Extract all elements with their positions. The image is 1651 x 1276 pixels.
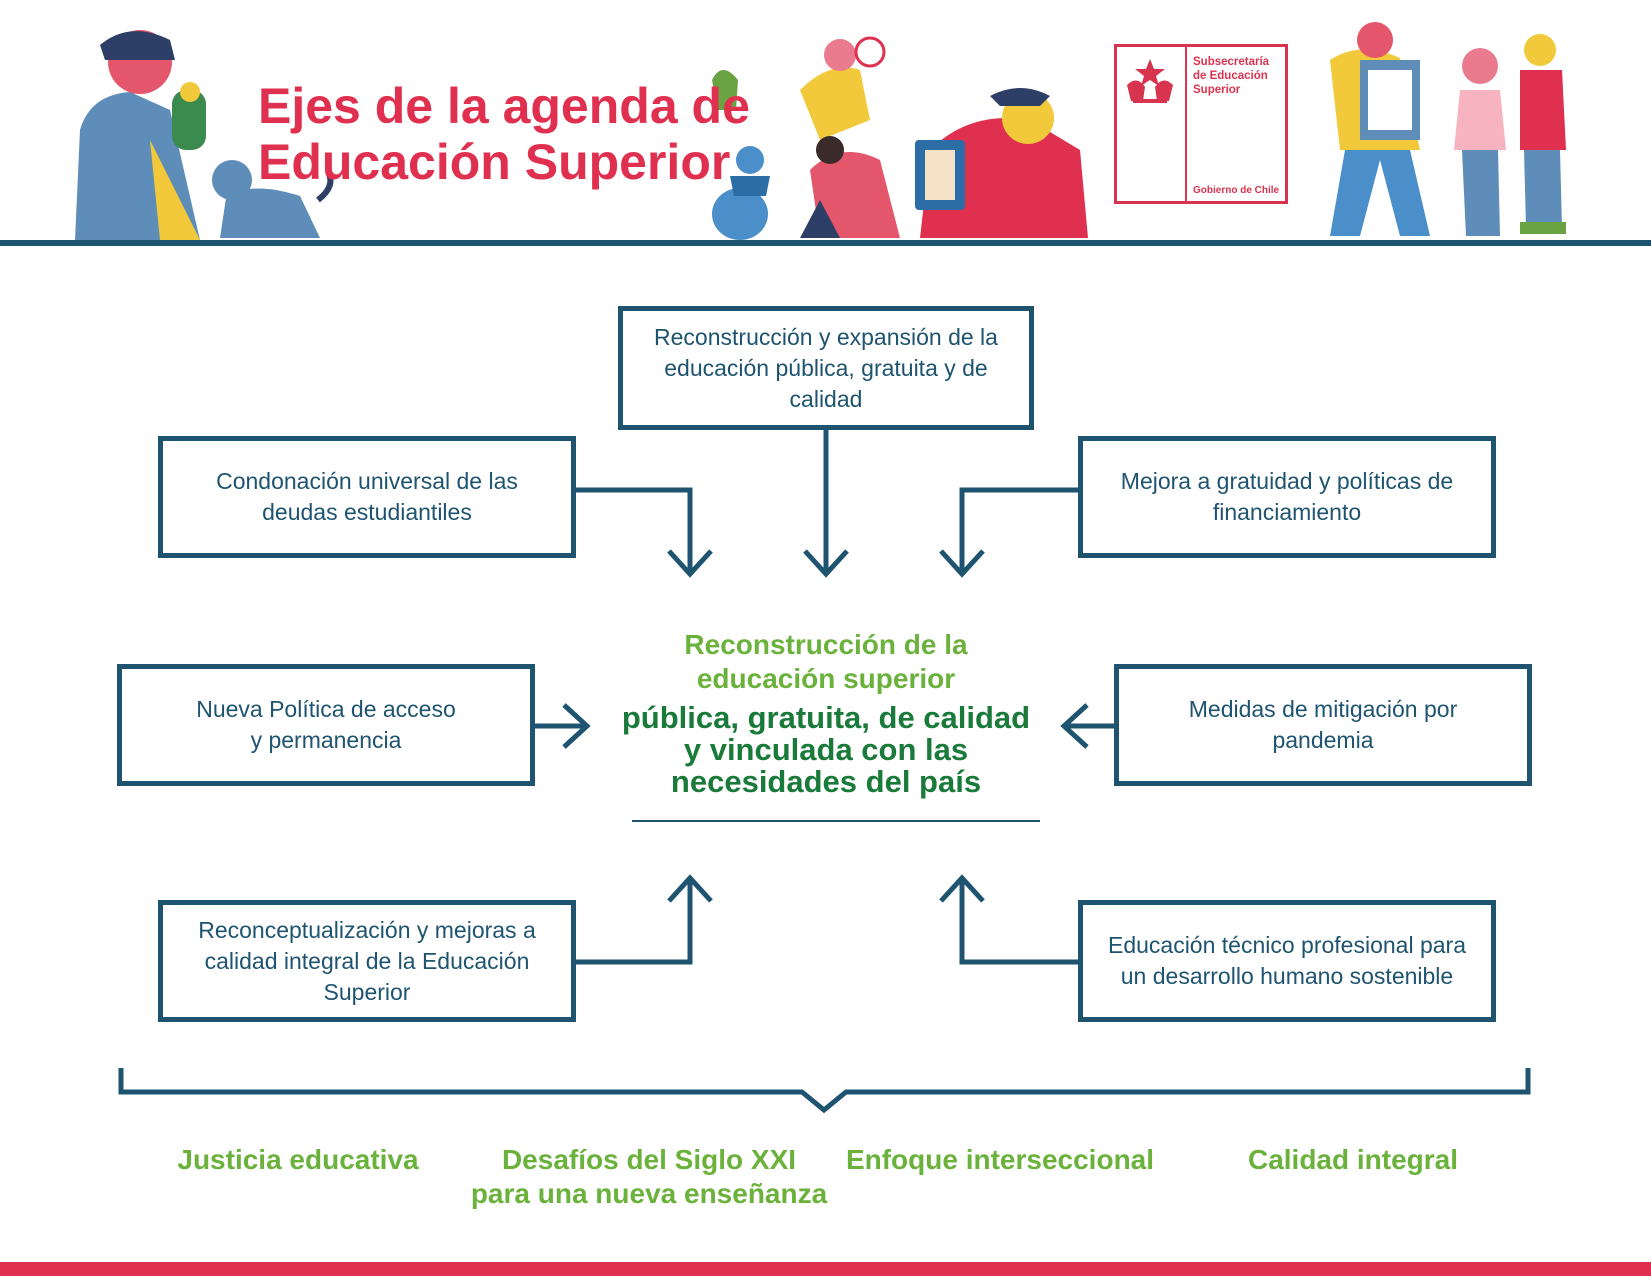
dog-illustration — [212, 160, 334, 238]
logo-line-1: Subsecretaría — [1193, 56, 1270, 68]
box-upper-left-line-1: Condonación universal de las — [216, 468, 518, 494]
man-reading-illustration — [915, 88, 1088, 238]
box-lower-left-line-1: Reconceptualización y mejoras a — [198, 916, 536, 943]
children-playing-illustration — [800, 36, 900, 238]
box-lower-left-line-2: calidad integral de la Educación — [204, 947, 530, 974]
box-top-line-2: educación pública, gratuita y de — [664, 354, 988, 381]
box-mid-right: Medidas de mitigación por pandemia — [1114, 664, 1532, 786]
arrow-from-mid-left — [532, 703, 591, 749]
box-lower-left: Reconceptualización y mejoras a calidad … — [158, 900, 576, 1022]
logo-line-2: de Educación — [1193, 70, 1268, 82]
woman-with-bird-illustration — [75, 30, 206, 240]
accordion-player-illustration — [1330, 22, 1430, 236]
box-lower-right-line-1: Educación técnico profesional para — [1107, 932, 1466, 958]
arrow-from-lower-left — [573, 874, 713, 965]
box-mid-left: Nueva Política de acceso y permanencia — [117, 664, 535, 786]
box-upper-right-line-2: financiamiento — [1212, 499, 1362, 525]
title-line-1: Ejes de la agenda de — [258, 78, 750, 134]
pillar-enfoque: Enfoque interseccional — [840, 1143, 1160, 1177]
logo-divider — [1185, 47, 1187, 201]
pillar-4-line-1: Calidad integral — [1247, 1144, 1459, 1175]
box-mid-right-line-1: Medidas de mitigación por — [1188, 696, 1458, 722]
title-line-2: Educación Superior — [258, 134, 731, 190]
box-mid-right-line-2: pandemia — [1272, 727, 1374, 753]
musician-statue-illustration — [712, 70, 770, 240]
arrow-from-upper-left — [573, 487, 713, 578]
box-upper-right: Mejora a gratuidad y políticas de financ… — [1078, 436, 1496, 558]
box-lower-right: Educación técnico profesional para un de… — [1078, 900, 1496, 1022]
pillar-2-line-2: para una nueva enseñanza — [470, 1178, 828, 1209]
center-underline — [632, 820, 1040, 822]
center-line-3: pública, gratuita, de calidad — [621, 700, 1031, 735]
pillar-2-line-1: Desafíos del Siglo XXI — [501, 1144, 797, 1175]
arrow-from-top — [803, 426, 849, 578]
arrow-from-mid-right — [1060, 703, 1118, 749]
header-divider — [0, 240, 1651, 246]
pillar-desafios: Desafíos del Siglo XXI para una nueva en… — [466, 1143, 832, 1211]
center-line-4: y vinculada con las — [683, 732, 969, 767]
arrow-from-upper-right — [939, 487, 1082, 578]
bottom-brace — [118, 1068, 1531, 1114]
center-line-5: necesidades del país — [670, 764, 982, 799]
arrow-from-lower-right — [939, 874, 1082, 965]
pillar-3-line-1: Enfoque interseccional — [845, 1144, 1155, 1175]
box-upper-right-line-1: Mejora a gratuidad y políticas de — [1120, 468, 1454, 494]
box-mid-left-line-2: y permanencia — [250, 727, 402, 753]
box-lower-left-line-3: Superior — [323, 978, 411, 1005]
center-line-2: educación superior — [696, 663, 956, 694]
page-title: Ejes de la agenda de Educación Superior — [258, 78, 750, 190]
two-women-illustration — [1454, 34, 1566, 236]
box-top-line-1: Reconstrucción y expansión de la — [654, 323, 998, 350]
pillar-1-line-1: Justicia educativa — [177, 1144, 419, 1175]
box-upper-left-line-2: deudas estudiantiles — [262, 499, 472, 525]
box-top-line-3: calidad — [789, 385, 863, 412]
logo-line-3: Superior — [1193, 84, 1241, 96]
header-illustrations — [75, 22, 1566, 240]
logo-footer: Gobierno de Chile — [1193, 185, 1280, 196]
ministry-logo: Subsecretaría de Educación Superior Gobi… — [1114, 44, 1288, 204]
center-statement: Reconstrucción de la educación superior … — [608, 628, 1044, 798]
pillar-calidad: Calidad integral — [1208, 1143, 1498, 1177]
chile-crest-icon — [1127, 59, 1173, 103]
center-line-1: Reconstrucción de la — [684, 629, 968, 660]
box-mid-left-line-1: Nueva Política de acceso — [196, 696, 456, 722]
pillar-justicia: Justicia educativa — [142, 1143, 454, 1177]
box-lower-right-line-2: un desarrollo humano sostenible — [1120, 963, 1454, 989]
box-upper-left: Condonación universal de las deudas estu… — [158, 436, 576, 558]
box-top: Reconstrucción y expansión de la educaci… — [618, 306, 1034, 430]
footer-bar — [0, 1262, 1651, 1276]
logo-text: Subsecretaría de Educación Superior — [1193, 55, 1287, 97]
